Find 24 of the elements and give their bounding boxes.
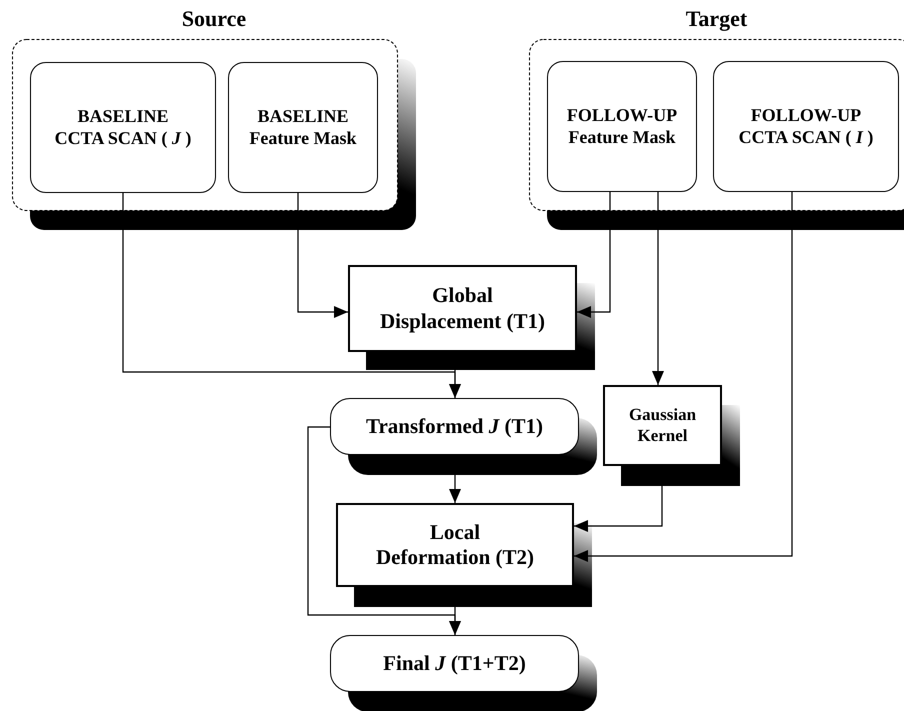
node-label: BASELINE CCTA SCAN ( J ) (54, 106, 192, 150)
process-box (603, 385, 722, 466)
node-label: BASELINE Feature Mask (249, 106, 357, 150)
node-label: Global Displacement (T1) (380, 283, 546, 334)
data-box (713, 61, 899, 192)
result-box (330, 635, 579, 692)
node-label: Final J (T1+T2) (383, 650, 526, 676)
connector-arrow (297, 193, 348, 318)
node-label: FOLLOW-UP Feature Mask (566, 104, 678, 148)
node-label: Transformed J (T1) (366, 414, 543, 440)
node-label: Gaussian Kernel (628, 405, 696, 446)
process-box (348, 265, 577, 352)
data-box (30, 62, 216, 193)
connector-arrow (577, 192, 611, 318)
node-label: Local Deformation (T2) (376, 520, 534, 570)
result-box (330, 398, 579, 455)
group-heading: Target (684, 6, 748, 32)
connector-arrow (652, 192, 664, 385)
group-heading: Source (180, 6, 248, 32)
data-box (547, 61, 697, 192)
node-label: FOLLOW-UP CCTA SCAN ( I ) (738, 104, 874, 148)
process-box (336, 503, 574, 587)
connector-arrow (574, 192, 793, 562)
data-box (228, 62, 378, 193)
